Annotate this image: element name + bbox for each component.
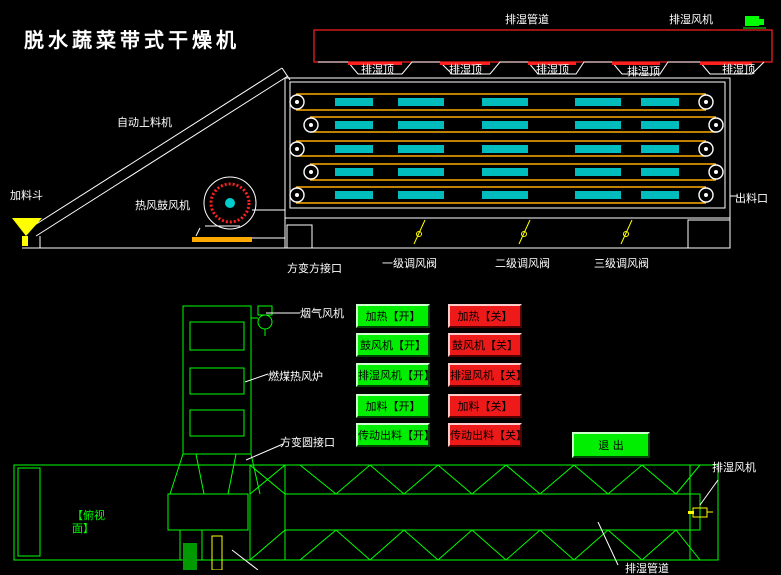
furnace (169, 305, 261, 495)
furnace-label: 燃煤热风炉 (268, 370, 323, 383)
outlet-label: 出料口 (735, 192, 768, 205)
exhaust-fan-label: 排湿风机 (669, 13, 713, 26)
hot-blower-icon (192, 176, 285, 242)
damper-1-label: 一级调风阀 (382, 257, 437, 270)
exhaust-top-label-5: 排湿顶 (722, 63, 755, 76)
conveyor-belts (296, 93, 716, 204)
hopper-label: 加料斗 (10, 189, 43, 202)
top-view-label: 【俯视 面】 (72, 509, 105, 535)
drive-on-button[interactable]: 传动出料【开】 (356, 423, 430, 447)
hot-blower-label: 热风鼓风机 (135, 199, 190, 212)
main-duct (13, 464, 719, 561)
flue-fan-icon (251, 305, 273, 336)
trays (335, 98, 679, 199)
leader-lines (231, 312, 719, 570)
pipe-segment (211, 535, 223, 570)
feed-on-button[interactable]: 加料【开】 (356, 394, 430, 418)
flue-fan-label: 烟气风机 (300, 307, 344, 320)
damper-2-label: 二级调风阀 (495, 257, 550, 270)
feed-off-button[interactable]: 加料【关】 (448, 394, 522, 418)
exhaust-top-label-4: 排湿顶 (627, 65, 660, 78)
exhaust-duct (313, 29, 773, 63)
hopper-icon (12, 218, 42, 246)
exhaust-top-label-1: 排湿顶 (361, 63, 394, 76)
square-joint-label: 方变方接口 (287, 262, 342, 275)
bottom-exhaust-pipe-label: 排湿管道 (625, 562, 669, 575)
exhaust-top-label-2: 排湿顶 (449, 63, 482, 76)
damper-3-label: 三级调风阀 (594, 257, 649, 270)
blower-off-button[interactable]: 鼓风机【关】 (448, 333, 522, 357)
bottom-exhaust-fan-icon (688, 507, 713, 518)
exhaust-hoods (318, 61, 765, 75)
exhaust-top-label-3: 排湿顶 (536, 63, 569, 76)
drive-off-button[interactable]: 传动出料【关】 (448, 423, 522, 447)
page-title: 脱水蔬菜带式干燥机 (24, 28, 240, 52)
exhaust-pipe-label: 排湿管道 (505, 13, 549, 26)
motor-icon (183, 543, 197, 570)
heat-off-button[interactable]: 加热【关】 (448, 304, 522, 328)
exhaust-fan-icon (743, 16, 766, 29)
exhaust-fan-off-button[interactable]: 排湿风机【关】 (448, 363, 522, 387)
dampers (413, 219, 633, 245)
heat-on-button[interactable]: 加热【开】 (356, 304, 430, 328)
dryer-body (284, 77, 731, 249)
auto-feeder-label: 自动上料机 (117, 116, 172, 129)
exit-button[interactable]: 退 出 (572, 432, 650, 458)
bottom-exhaust-fan-label: 排湿风机 (712, 461, 756, 474)
blower-on-button[interactable]: 鼓风机【开】 (356, 333, 430, 357)
round-joint-label: 方变圆接口 (280, 436, 335, 449)
feeder-conveyor (22, 67, 291, 249)
exhaust-fan-on-button[interactable]: 排湿风机【开】 (356, 363, 430, 387)
